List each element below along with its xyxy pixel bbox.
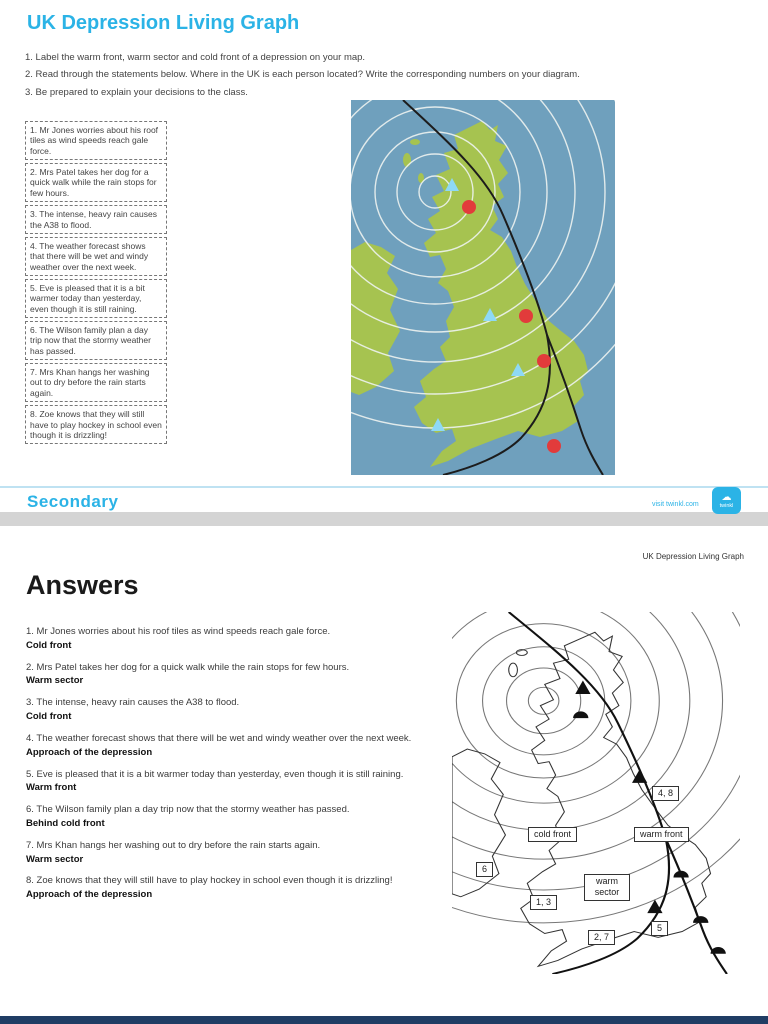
warm-front-markers <box>462 200 561 453</box>
front-lines <box>402 99 604 476</box>
answer-text: Warm sector <box>26 853 84 865</box>
map-label-1-3: 1, 3 <box>530 895 558 911</box>
footer-divider <box>0 486 768 488</box>
page-2-answers: UK Depression Living Graph Answers 1. Mr… <box>0 526 768 1024</box>
question-text: 2. Mrs Patel takes her dog for a quick w… <box>26 661 350 673</box>
visit-twinkl-link[interactable]: visit twinkl.com <box>652 501 699 508</box>
pressure-map-illustration <box>198 0 672 476</box>
answers-heading: Answers <box>26 570 139 600</box>
statement-box: 6. The Wilson family plan a day trip now… <box>25 321 167 361</box>
statement-box: 5. Eve is pleased that it is a bit warme… <box>25 278 167 319</box>
map-label-4-8: 4, 8 <box>652 786 680 802</box>
map-label-2-7: 2, 7 <box>588 930 616 946</box>
qa-pair: 8. Zoe knows that they will still have t… <box>26 875 450 902</box>
question-text: 6. The Wilson family plan a day trip now… <box>26 804 350 816</box>
page-header-title: UK Depression Living Graph <box>642 552 744 561</box>
warm-front-line <box>546 334 604 476</box>
answer-text: Cold front <box>26 711 72 723</box>
qa-pair: 3. The intense, heavy rain causes the A3… <box>26 697 450 724</box>
qa-pair: 2. Mrs Patel takes her dog for a quick w… <box>26 662 450 689</box>
qa-pair: 5. Eve is pleased that it is a bit warme… <box>26 769 450 796</box>
answer-text: Warm sector <box>26 675 84 687</box>
qa-pair: 6. The Wilson family plan a day trip now… <box>26 804 450 831</box>
answer-map-illustration <box>452 612 740 974</box>
weather-map-outline-answers: 4, 8 cold front warm front 6 warm sector… <box>452 612 740 974</box>
instruction-item: 3. Be prepared to explain your decisions… <box>25 86 248 98</box>
answers-list: 1. Mr Jones worries about his roof tiles… <box>26 626 450 911</box>
warm-front-markers <box>573 711 726 954</box>
uk-outline <box>452 631 712 968</box>
statement-column: 1. Mr Jones worries about his roof tiles… <box>25 121 167 447</box>
answer-text: Cold front <box>26 639 72 651</box>
qa-pair: 7. Mrs Khan hangs her washing out to dry… <box>26 840 450 867</box>
answer-text: Approach of the depression <box>26 746 153 758</box>
instruction-item: 1. Label the warm front, warm sector and… <box>25 52 366 63</box>
qa-pair: 1. Mr Jones worries about his roof tiles… <box>26 626 450 653</box>
twinkl-logo: ☁ twinkl <box>712 487 741 514</box>
statement-box: 4. The weather forecast shows that there… <box>25 236 167 276</box>
map-label-warm-front: warm front <box>634 827 689 843</box>
page-bottom-bar <box>0 1016 768 1024</box>
weather-map-colour <box>198 0 672 476</box>
question-text: 7. Mrs Khan hangs her washing out to dry… <box>26 839 321 851</box>
map-label-5: 5 <box>651 921 669 937</box>
qa-pair: 4. The weather forecast shows that there… <box>26 733 450 760</box>
cloud-icon: ☁ <box>721 491 732 503</box>
twinkl-logo-text: twinkl <box>719 502 734 509</box>
question-text: 4. The weather forecast shows that there… <box>26 732 412 744</box>
question-text: 5. Eve is pleased that it is a bit warme… <box>26 768 404 780</box>
cold-front-markers <box>431 178 525 431</box>
cold-front-markers <box>575 680 663 914</box>
answer-text: Approach of the depression <box>26 889 153 901</box>
question-text: 3. The intense, heavy rain causes the A3… <box>26 697 240 709</box>
statement-box: 3. The intense, heavy rain causes the A3… <box>25 205 167 234</box>
question-text: 1. Mr Jones worries about his roof tiles… <box>26 626 331 637</box>
brand-secondary: Secondary <box>27 492 119 511</box>
answer-text: Behind cold front <box>26 817 105 829</box>
page-title: UK Depression Living Graph <box>27 12 300 34</box>
statement-box: 7. Mrs Khan hangs her washing out to dry… <box>25 363 167 403</box>
statement-box: 1. Mr Jones worries about his roof tiles… <box>25 121 167 161</box>
cold-front-line <box>402 99 551 476</box>
statement-box: 2. Mrs Patel takes her dog for a quick w… <box>25 163 167 203</box>
instruction-item: 2. Read through the statements below. Wh… <box>25 69 580 81</box>
page-1-worksheet: UK Depression Living Graph 1. Label the … <box>0 0 768 514</box>
map-label-warm-sector: warm sector <box>584 874 630 901</box>
answer-text: Warm front <box>26 782 77 794</box>
map-label-cold-front: cold front <box>528 827 578 843</box>
map-label-6: 6 <box>476 862 494 878</box>
warm-front-line <box>664 838 728 974</box>
statement-box: 8. Zoe knows that they will still have t… <box>25 405 167 445</box>
instruction-list: 1. Label the warm front, warm sector and… <box>25 52 749 104</box>
question-text: 8. Zoe knows that they will still have t… <box>26 875 393 887</box>
